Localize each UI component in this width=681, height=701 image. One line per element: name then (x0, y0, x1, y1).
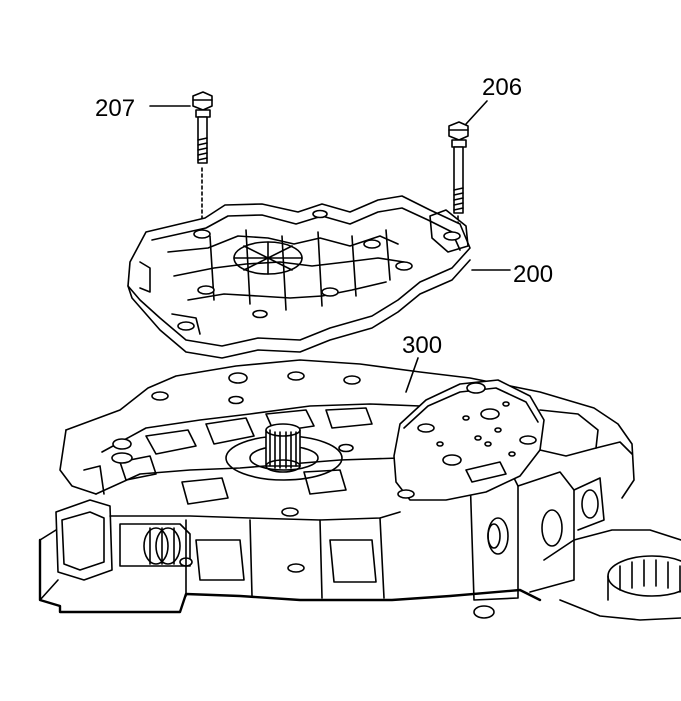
callout-label-300: 300 (402, 332, 442, 359)
callout-206: 206 (465, 74, 522, 125)
callout-label-206: 206 (482, 74, 522, 101)
bolt-207 (192, 91, 213, 229)
valve-body-300 (38, 359, 681, 621)
cover-plate-200 (127, 195, 471, 359)
callout-label-200: 200 (513, 261, 553, 288)
callout-207: 207 (95, 95, 191, 122)
callout-300: 300 (402, 332, 442, 393)
callout-200: 200 (471, 261, 553, 288)
callout-label-207: 207 (95, 95, 135, 122)
